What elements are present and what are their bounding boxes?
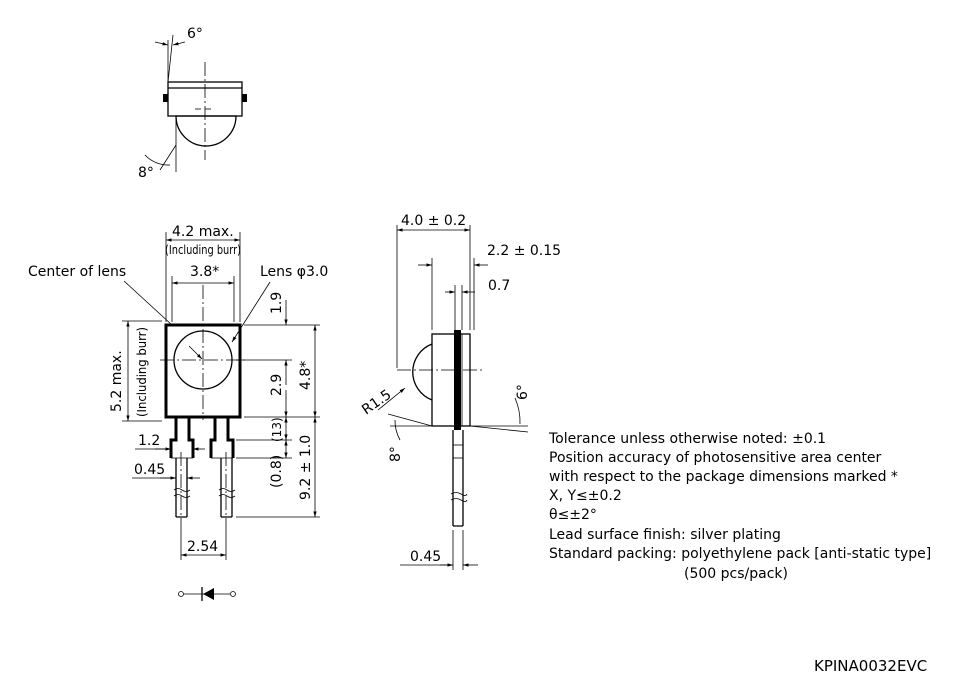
notes-block: Tolerance unless otherwise noted: ±0.1 P… [548, 431, 931, 582]
side-angle-right: 6° [515, 384, 531, 400]
side-lead-width: 0.45 [410, 549, 441, 565]
side-length: 4.0 ± 0.2 [401, 213, 466, 229]
note-position-accuracy: Position accuracy of photosensitive area… [549, 450, 882, 466]
dim-1-2: 1.2 [138, 433, 160, 449]
drawing-code: KPINA0032EVC [814, 657, 927, 675]
dim-2-9: 2.9 [269, 374, 285, 396]
side-radius: R1.5 [359, 387, 394, 418]
note-packing-qty: (500 pcs/pack) [684, 566, 788, 582]
bottom-angle-label: 8° [138, 165, 154, 181]
front-width-note: (Including burr) [165, 243, 241, 257]
dim-1-9: 1.9 [269, 292, 285, 314]
front-height-max: 5.2 max. [109, 350, 125, 412]
side-view-lead [452, 430, 464, 527]
side-view-lens [412, 343, 433, 401]
front-view: 4.2 max. (Including burr) 3.8* Center of… [28, 224, 328, 601]
front-width-max: 4.2 max. [172, 224, 234, 240]
pitch-label: 2.54 [187, 539, 218, 555]
dim-9-2: 9.2 ± 1.0 [298, 435, 314, 500]
top-view: 6° 8° [138, 26, 247, 181]
top-angle-label: 6° [187, 26, 203, 42]
lens-diameter-label: Lens φ3.0 [260, 264, 328, 280]
dim-13: (13) [270, 417, 284, 442]
dim-0-45-front: 0.45 [134, 462, 165, 478]
dim-4-8: 4.8* [298, 361, 314, 390]
lead-left [175, 458, 188, 518]
note-packing: Standard packing: polyethylene pack [ant… [549, 546, 931, 562]
note-xy: X, Y≤±0.2 [549, 488, 622, 504]
center-of-lens-label: Center of lens [28, 264, 126, 280]
side-view-body [431, 333, 471, 427]
side-angle-left: 8° [388, 446, 404, 462]
diode-symbol [178, 587, 236, 601]
front-height-note: (Including burr) [135, 327, 149, 417]
dim-0-8: (0.8) [269, 455, 285, 488]
side-dim-2-2: 2.2 ± 0.15 [487, 243, 561, 259]
side-view: 4.0 ± 0.2 2.2 ± 0.15 0.7 R1.5 6° 8° 0.45 [359, 213, 561, 570]
side-dim-0-7: 0.7 [488, 278, 510, 294]
lead-right [220, 458, 233, 518]
note-position-accuracy-2: with respect to the package dimensions m… [549, 469, 898, 485]
note-theta: θ≤±2° [549, 507, 597, 523]
front-width-inner: 3.8* [190, 264, 219, 280]
top-view-lens [175, 115, 237, 147]
note-lead-finish: Lead surface finish: silver plating [549, 527, 781, 543]
note-tolerance: Tolerance unless otherwise noted: ±0.1 [548, 431, 826, 447]
